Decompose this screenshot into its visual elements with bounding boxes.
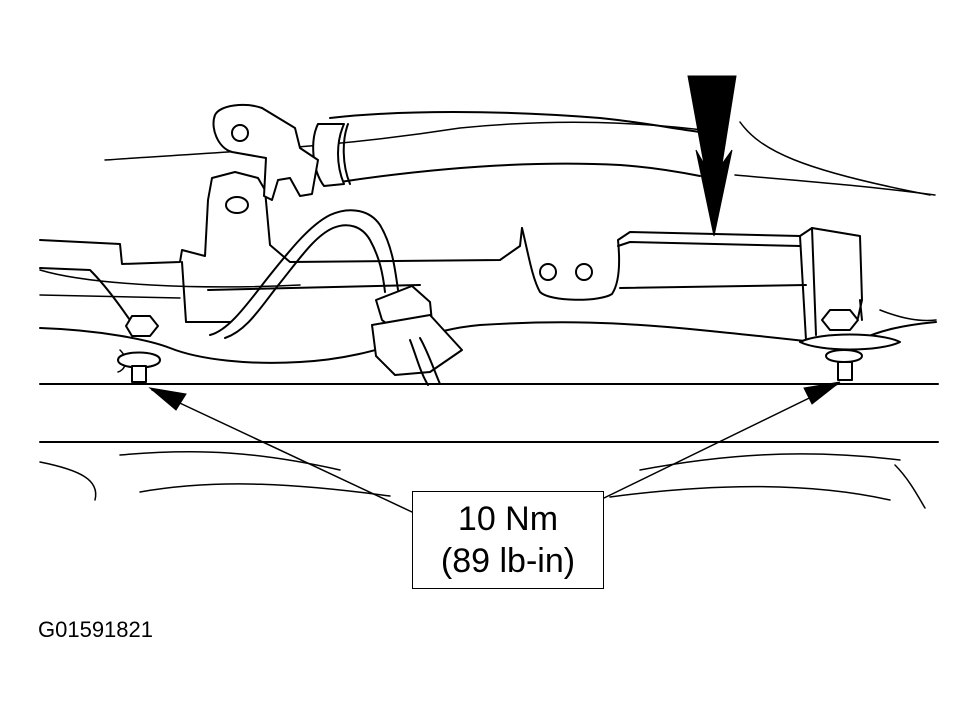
frame-rail	[39, 383, 939, 509]
right-bolt	[799, 309, 901, 381]
body-contours	[39, 121, 937, 322]
right-bracket	[521, 227, 863, 341]
left-bolt	[117, 315, 161, 383]
sensor-harness	[209, 209, 463, 386]
torque-metric: 10 Nm	[457, 500, 559, 538]
hose	[312, 111, 701, 187]
left-arrowhead-icon	[148, 387, 187, 411]
mounting-bracket	[39, 171, 523, 336]
torque-imperial: (89 lb-in)	[440, 542, 576, 580]
callout-leaders	[148, 381, 841, 513]
hose-clip	[212, 103, 319, 201]
right-arrowhead-icon	[803, 381, 841, 405]
torque-callout: 10 Nm (89 lb-in)	[412, 491, 604, 589]
down-arrow-icon	[687, 75, 737, 237]
figure-id: G01591821	[38, 617, 153, 642]
floor-pan	[39, 321, 937, 373]
